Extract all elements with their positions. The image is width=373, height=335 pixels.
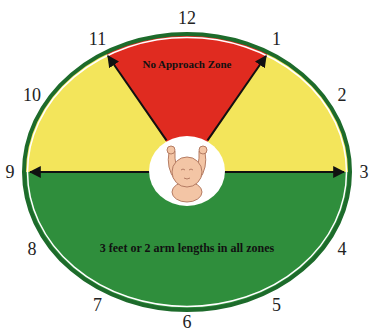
clock-number-holder: 7 xyxy=(93,296,102,315)
clock-number: 4 xyxy=(338,240,347,258)
clock-number-holder: 10 xyxy=(23,86,41,105)
clock-number-holder: 9 xyxy=(6,163,15,182)
clock-number-holder: 6 xyxy=(183,313,192,332)
clock-number-holder: 1 xyxy=(272,30,281,49)
clock-number: 7 xyxy=(93,296,102,314)
boundary-arrow xyxy=(208,56,267,140)
clock-number-holder: 5 xyxy=(272,296,281,315)
clock-number-holder: 12 xyxy=(178,9,196,28)
clock-number: 12 xyxy=(178,9,196,27)
baby-figure xyxy=(167,146,207,202)
clock-number: 11 xyxy=(89,30,106,48)
zone-fill xyxy=(24,172,350,310)
caution-zone xyxy=(24,34,350,310)
clock-number-holder: 11 xyxy=(89,30,106,49)
clock-number: 2 xyxy=(338,86,347,104)
clock-number: 1 xyxy=(272,30,281,48)
clock-rim xyxy=(24,34,350,310)
clock-number: 10 xyxy=(23,86,41,104)
clock-inner-ring xyxy=(28,38,347,307)
zone-label: No Approach Zone xyxy=(142,58,231,70)
clock-number: 5 xyxy=(272,296,281,314)
center-disc xyxy=(149,136,225,206)
clock-number-holder: 3 xyxy=(360,163,369,182)
clock-number-holder: 8 xyxy=(27,240,36,259)
clock-number: 8 xyxy=(27,240,36,258)
clock-number-holder: 2 xyxy=(338,86,347,105)
clock-number-holder: 4 xyxy=(338,240,347,259)
zone-label: 3 feet or 2 arm lengths in all zones xyxy=(100,242,274,255)
clock-number: 3 xyxy=(360,163,369,181)
clock-number: 6 xyxy=(183,313,192,331)
clock-number: 9 xyxy=(6,163,15,181)
boundary-arrow xyxy=(108,56,167,140)
